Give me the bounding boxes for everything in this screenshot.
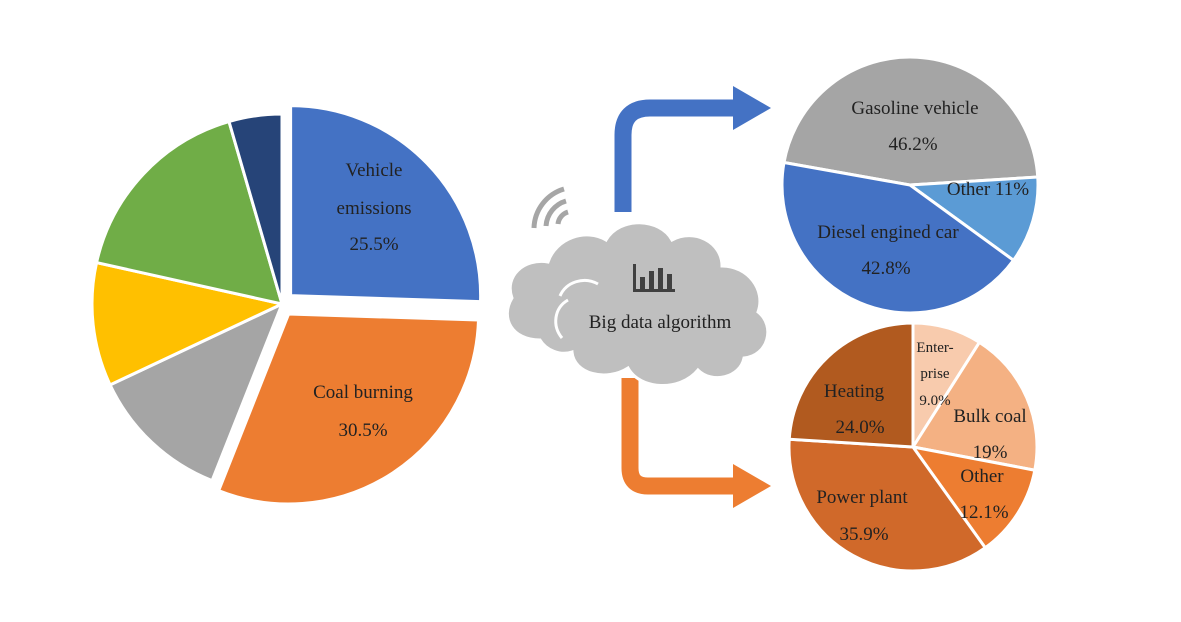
- value-enterprise: 9.0%: [919, 393, 950, 409]
- main-slice-unlabeled-3: [108, 301, 285, 483]
- vehicle-slice-other-11: [905, 175, 1040, 263]
- main-slice-unlabeled-5: [94, 119, 285, 307]
- label-other-vehicle: Other 11%: [947, 179, 1029, 200]
- label-gasoline-vehicle: Gasoline vehicle: [851, 98, 978, 119]
- value-bulk-coal: 19%: [973, 442, 1008, 463]
- value-other-coal: 12.1%: [959, 502, 1008, 523]
- pie-vehicle-emissions-breakdown: [780, 55, 1040, 315]
- coal-slice-heating: [787, 321, 915, 449]
- label-bulk-coal: Bulk coal: [953, 406, 1026, 427]
- pie-coal-burning-breakdown: [787, 321, 1039, 573]
- main-slice-unlabeled-4: [90, 260, 287, 387]
- label-other-coal: Other: [960, 466, 1004, 487]
- label-enterprise-line2: prise: [920, 366, 950, 382]
- main-slice-unlabeled-6: [227, 112, 284, 305]
- label-power-plant: Power plant: [816, 487, 908, 508]
- label-coal-burning: Coal burning: [313, 382, 413, 403]
- wifi-signal-icon: [531, 186, 569, 229]
- vehicle-slice-gasoline-vehicle: [782, 55, 1040, 187]
- coal-slice-other: [909, 444, 1037, 550]
- value-diesel-engined-car: 42.8%: [861, 258, 910, 279]
- vehicle-slice-diesel-engined-car: [780, 160, 1016, 315]
- label-vehicle-emissions-line2: emissions: [337, 198, 412, 219]
- cloud-icon: [505, 221, 770, 387]
- coal-slice-bulk-coal: [910, 340, 1039, 472]
- value-power-plant: 35.9%: [839, 524, 888, 545]
- label-diesel-engined-car: Diesel engined car: [817, 222, 959, 243]
- value-heating: 24.0%: [835, 417, 884, 438]
- value-gasoline-vehicle: 46.2%: [888, 134, 937, 155]
- arrow-to-coal-pie: [621, 378, 771, 508]
- arrow-to-vehicle-pie: [614, 86, 771, 212]
- coal-slice-power-plant: [787, 437, 988, 573]
- label-enterprise-line1: Enter-: [916, 340, 953, 356]
- cloud-label: Big data algorithm: [589, 312, 732, 333]
- value-vehicle-emissions: 25.5%: [349, 234, 398, 255]
- main-slice-coal-burning: [216, 312, 481, 506]
- pie-pollution-sources: [90, 104, 483, 506]
- label-vehicle-emissions-line1: Vehicle: [346, 160, 403, 181]
- label-heating: Heating: [824, 381, 885, 402]
- value-coal-burning: 30.5%: [338, 420, 387, 441]
- main-slice-vehicle-emissions: [289, 104, 483, 304]
- bar-chart-icon: [633, 264, 675, 292]
